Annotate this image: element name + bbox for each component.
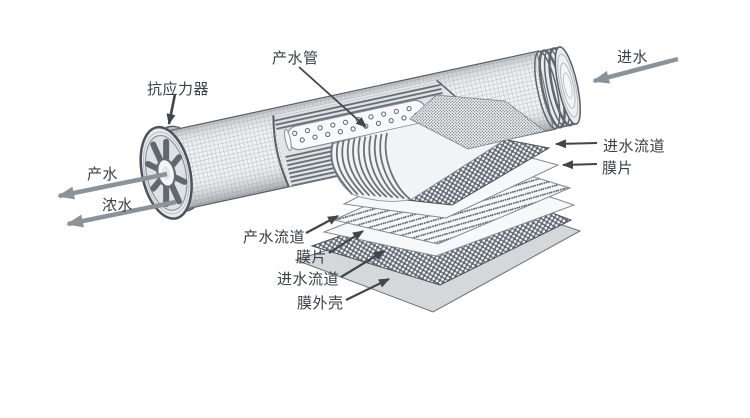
- leader-lines: [166, 66, 598, 301]
- product-tube-leader: [298, 66, 367, 128]
- label-feed-channel-lower: 进水流道: [277, 271, 340, 288]
- tube-left-end: [284, 128, 292, 152]
- product-water-arrow: [57, 171, 168, 200]
- cutaway-left-edge: [272, 115, 290, 188]
- feed-channel-lower-leader: [340, 250, 385, 278]
- wound-layers-upper: [273, 81, 443, 132]
- leaf-stripes: [330, 132, 411, 200]
- label-membrane-upper: 膜片: [602, 160, 634, 177]
- right-ring-1: [534, 50, 561, 130]
- anti-telescoping-cap: [139, 125, 193, 220]
- feed-channel-upper-leader: [555, 139, 598, 149]
- right-face-ring3: [562, 72, 573, 99]
- product-channel-leader: [305, 215, 339, 234]
- label-feed-channel-upper: 进水流道: [603, 138, 666, 155]
- label-product-channel: 产水流道: [243, 229, 306, 246]
- concentrate-water-arrow: [66, 199, 177, 228]
- label-product-tube: 产水管: [272, 50, 319, 67]
- anti-stress-leader: [166, 93, 177, 125]
- label-product-water: 产水: [87, 166, 119, 183]
- membrane-upper-leader: [562, 160, 598, 170]
- label-feed-water: 进水: [617, 49, 649, 66]
- label-anti-stress-device: 抗应力器: [147, 81, 210, 98]
- membrane-lower-leader: [328, 230, 364, 254]
- label-membrane-housing: 膜外壳: [297, 295, 344, 312]
- label-membrane-lower: 膜片: [296, 249, 328, 266]
- outer-wrap-stipple: [409, 94, 546, 150]
- feed-water-arrow: [592, 56, 679, 84]
- label-concentrate-water: 浓水: [102, 197, 134, 214]
- flow-arrows: [57, 56, 679, 228]
- shell-leader: [345, 278, 390, 301]
